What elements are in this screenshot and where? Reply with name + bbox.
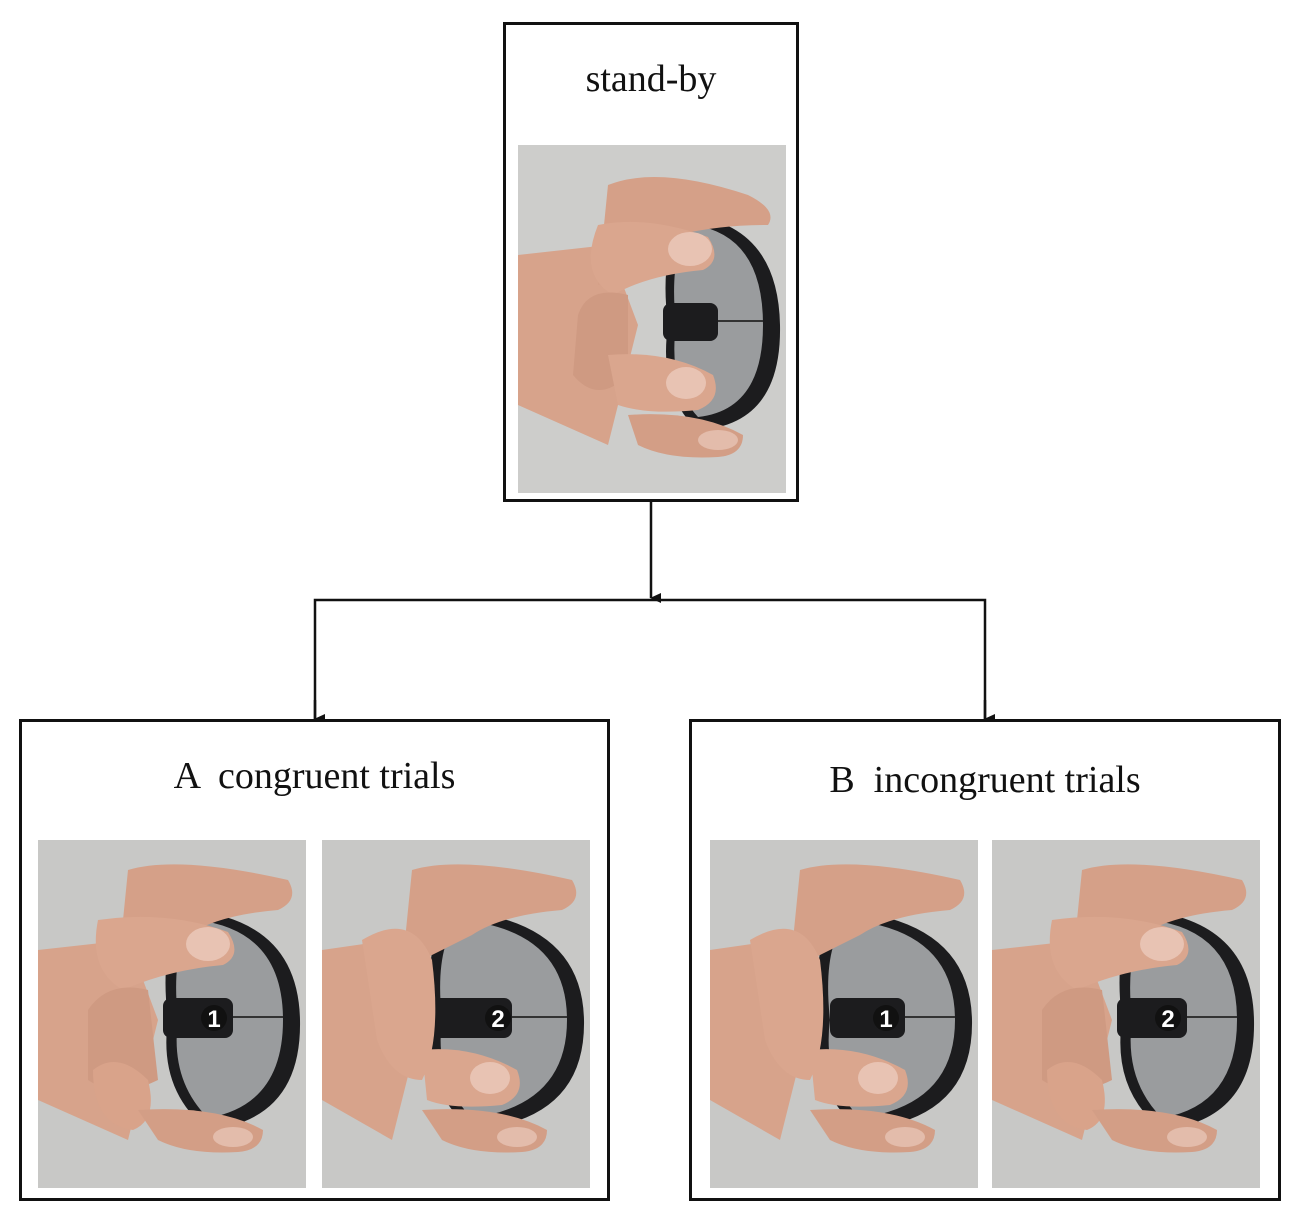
panel-b-incongruent: B incongruent trials 1 — [689, 719, 1281, 1201]
panel-b-title: B incongruent trials — [829, 759, 1141, 801]
panel-b-photo-1: 1 — [710, 840, 978, 1188]
panel-b-label-2: 2 — [1161, 1006, 1174, 1033]
standby-hand-photo — [518, 145, 786, 493]
panel-a-label-1: 1 — [207, 1006, 220, 1033]
panel-a-title: A congruent trials — [173, 755, 456, 797]
standby-title: stand-by — [585, 58, 717, 100]
panel-a-label-2: 2 — [491, 1006, 504, 1033]
panel-b-photo-2: 2 — [992, 840, 1260, 1188]
panel-a-photo-2: 2 — [322, 840, 590, 1188]
standby-box: stand-by — [503, 22, 799, 502]
branch-line — [313, 598, 987, 720]
panel-a-congruent: A congruent trials 1 — [19, 719, 610, 1201]
panel-a-photo-1: 1 — [38, 840, 306, 1188]
panel-b-label-1: 1 — [879, 1006, 892, 1033]
